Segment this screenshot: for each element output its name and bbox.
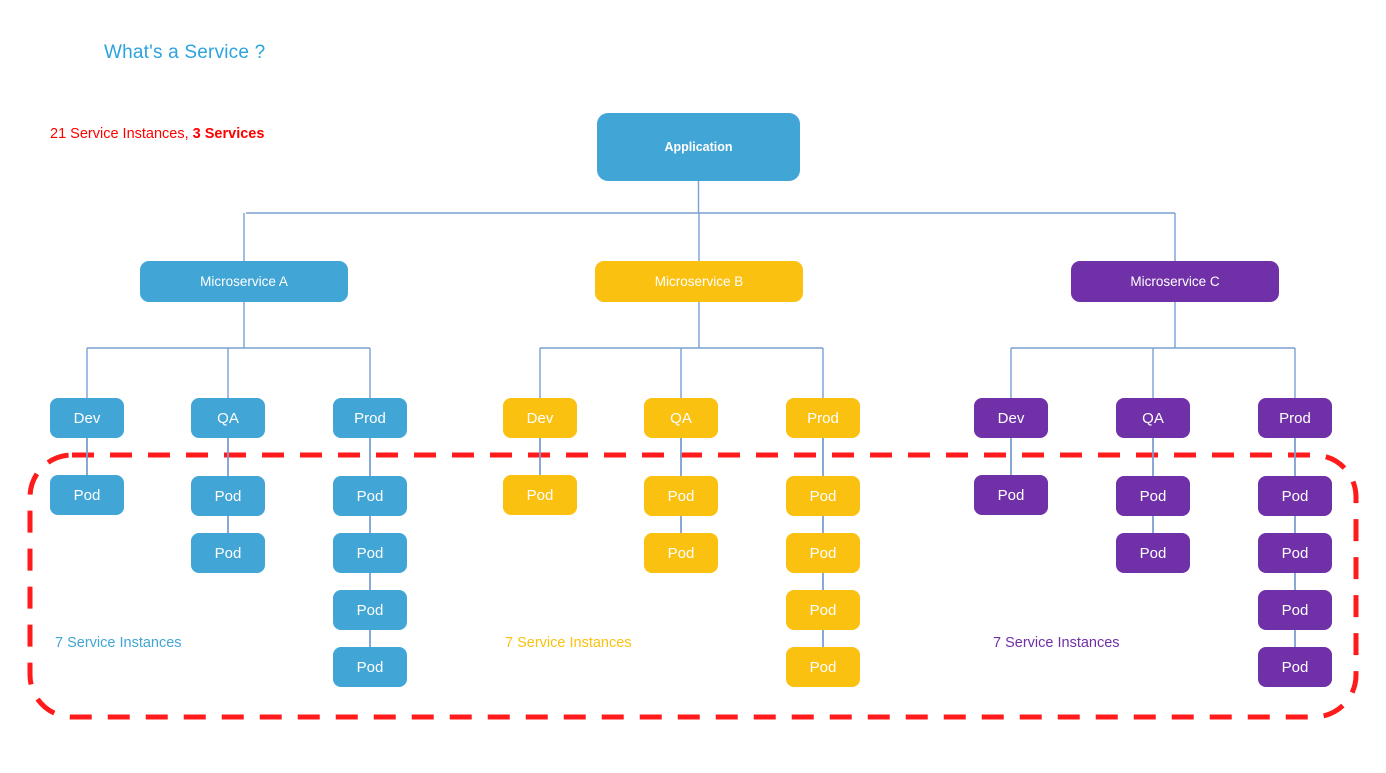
- node-microservice-a-label: Microservice A: [200, 273, 288, 289]
- node-microservice-a-qa-pod-1-label: Pod: [214, 487, 242, 505]
- node-microservice-b-prod-label: Prod: [807, 409, 839, 427]
- node-microservice-a-qa-pod-1[interactable]: Pod: [191, 476, 265, 516]
- node-microservice-a-prod-pod-4-label: Pod: [356, 658, 384, 676]
- node-microservice-a-prod-pod-3-label: Pod: [356, 601, 384, 619]
- node-microservice-b-prod-pod-4-label: Pod: [809, 658, 837, 676]
- node-microservice-b-dev-pod-1-label: Pod: [526, 486, 554, 504]
- node-microservice-c-qa-label: QA: [1142, 409, 1164, 427]
- node-microservice-c-qa-pod-1[interactable]: Pod: [1116, 476, 1190, 516]
- node-microservice-b[interactable]: Microservice B: [595, 261, 803, 302]
- node-microservice-c-prod[interactable]: Prod: [1258, 398, 1332, 438]
- node-microservice-a-qa-pod-2[interactable]: Pod: [191, 533, 265, 573]
- instances-label-microservice-a: 7 Service Instances: [55, 635, 182, 651]
- node-microservice-c-qa-pod-1-label: Pod: [1139, 487, 1167, 505]
- node-microservice-c-label: Microservice C: [1130, 273, 1220, 289]
- node-microservice-a-dev-pod-1-label: Pod: [73, 486, 101, 504]
- node-microservice-b-prod-pod-3[interactable]: Pod: [786, 590, 860, 630]
- node-microservice-c-prod-pod-3[interactable]: Pod: [1258, 590, 1332, 630]
- node-microservice-a-prod-label: Prod: [354, 409, 386, 427]
- instances-label-microservice-c: 7 Service Instances: [993, 635, 1120, 651]
- node-microservice-a-prod-pod-2-label: Pod: [356, 544, 384, 562]
- node-microservice-b-prod-pod-1[interactable]: Pod: [786, 476, 860, 516]
- node-microservice-b-prod-pod-1-label: Pod: [809, 487, 837, 505]
- node-microservice-b-prod-pod-3-label: Pod: [809, 601, 837, 619]
- node-microservice-c-prod-pod-2-label: Pod: [1281, 544, 1309, 562]
- node-microservice-c-prod-pod-1-label: Pod: [1281, 487, 1309, 505]
- node-microservice-a-dev-pod-1[interactable]: Pod: [50, 475, 124, 515]
- node-microservice-a-prod-pod-1-label: Pod: [356, 487, 384, 505]
- node-microservice-c-dev-pod-1-label: Pod: [997, 486, 1025, 504]
- instances-label-microservice-b: 7 Service Instances: [505, 635, 632, 651]
- page-title: What's a Service ?: [104, 42, 266, 63]
- node-microservice-c-dev[interactable]: Dev: [974, 398, 1048, 438]
- node-microservice-c-prod-pod-2[interactable]: Pod: [1258, 533, 1332, 573]
- node-microservice-a-prod-pod-1[interactable]: Pod: [333, 476, 407, 516]
- node-microservice-b-qa-pod-2[interactable]: Pod: [644, 533, 718, 573]
- node-microservice-c[interactable]: Microservice C: [1071, 261, 1279, 302]
- node-microservice-c-prod-pod-4[interactable]: Pod: [1258, 647, 1332, 687]
- node-microservice-a[interactable]: Microservice A: [140, 261, 348, 302]
- node-microservice-b-prod[interactable]: Prod: [786, 398, 860, 438]
- summary-note-emphasis: 3 Services: [192, 126, 265, 142]
- node-application[interactable]: Application: [597, 113, 800, 181]
- node-microservice-b-qa-pod-2-label: Pod: [667, 544, 695, 562]
- node-microservice-a-prod-pod-4[interactable]: Pod: [333, 647, 407, 687]
- node-microservice-b-prod-pod-2-label: Pod: [809, 544, 837, 562]
- node-microservice-a-qa-pod-2-label: Pod: [214, 544, 242, 562]
- summary-note-prefix: 21 Service Instances,: [50, 126, 193, 142]
- node-microservice-a-qa[interactable]: QA: [191, 398, 265, 438]
- node-microservice-c-qa-pod-2-label: Pod: [1139, 544, 1167, 562]
- node-microservice-b-qa-pod-1-label: Pod: [667, 487, 695, 505]
- node-microservice-c-prod-pod-1[interactable]: Pod: [1258, 476, 1332, 516]
- node-microservice-b-label: Microservice B: [654, 273, 744, 289]
- node-microservice-b-qa-label: QA: [670, 409, 692, 427]
- node-microservice-c-prod-pod-3-label: Pod: [1281, 601, 1309, 619]
- node-microservice-c-qa[interactable]: QA: [1116, 398, 1190, 438]
- node-microservice-c-prod-label: Prod: [1279, 409, 1311, 427]
- node-microservice-b-prod-pod-2[interactable]: Pod: [786, 533, 860, 573]
- node-microservice-b-dev-pod-1[interactable]: Pod: [503, 475, 577, 515]
- node-application-label: Application: [664, 139, 733, 154]
- node-microservice-a-qa-label: QA: [217, 409, 239, 427]
- node-microservice-b-qa[interactable]: QA: [644, 398, 718, 438]
- node-microservice-c-dev-pod-1[interactable]: Pod: [974, 475, 1048, 515]
- node-microservice-a-dev[interactable]: Dev: [50, 398, 124, 438]
- node-microservice-c-dev-label: Dev: [997, 409, 1025, 427]
- node-microservice-c-qa-pod-2[interactable]: Pod: [1116, 533, 1190, 573]
- node-microservice-b-qa-pod-1[interactable]: Pod: [644, 476, 718, 516]
- node-microservice-a-prod[interactable]: Prod: [333, 398, 407, 438]
- node-microservice-c-prod-pod-4-label: Pod: [1281, 658, 1309, 676]
- node-microservice-a-dev-label: Dev: [73, 409, 101, 427]
- node-microservice-b-dev[interactable]: Dev: [503, 398, 577, 438]
- node-microservice-b-prod-pod-4[interactable]: Pod: [786, 647, 860, 687]
- summary-note: 21 Service Instances, 3 Services: [50, 126, 264, 142]
- node-microservice-b-dev-label: Dev: [526, 409, 554, 427]
- node-microservice-a-prod-pod-2[interactable]: Pod: [333, 533, 407, 573]
- node-microservice-a-prod-pod-3[interactable]: Pod: [333, 590, 407, 630]
